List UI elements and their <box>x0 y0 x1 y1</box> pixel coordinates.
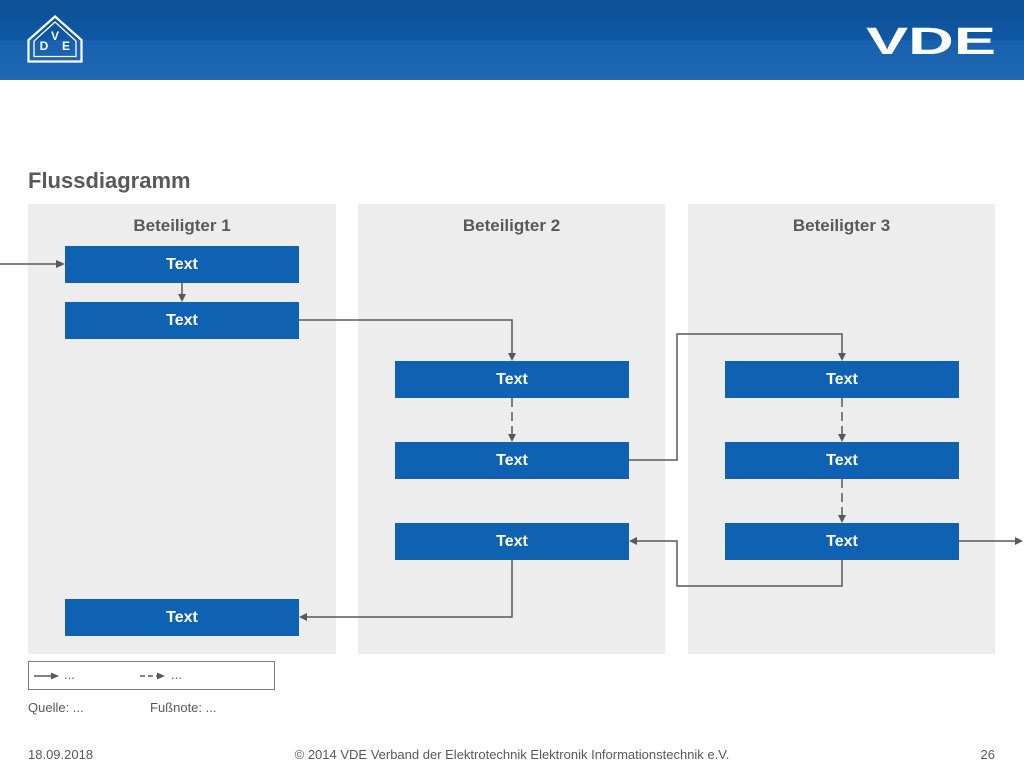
swimlane-3: Beteiligter 3 Text Text Text <box>688 204 995 654</box>
legend: ... ... <box>28 661 275 690</box>
footnote: Fußnote: ... <box>150 700 217 715</box>
process-box: Text <box>65 599 299 636</box>
lane-header: Beteiligter 1 <box>133 216 231 235</box>
source-note: Quelle: ... <box>28 700 84 715</box>
process-box: Text <box>65 246 299 283</box>
process-box: Text <box>725 523 959 560</box>
process-box: Text <box>65 302 299 339</box>
process-box: Text <box>725 361 959 398</box>
vde-emblem-logo: D V E <box>27 15 83 63</box>
process-box: Text <box>395 523 629 560</box>
process-box: Text <box>395 442 629 479</box>
swimlane-1: Beteiligter 1 Text Text Text <box>28 204 336 654</box>
page-number: 26 <box>980 747 995 762</box>
legend-symbols <box>34 672 165 680</box>
arrowhead <box>51 672 59 680</box>
vde-wordmark-logo: VDE <box>866 22 996 58</box>
process-box: Text <box>725 442 959 479</box>
swimlane-2: Beteiligter 2 Text Text Text <box>358 204 665 654</box>
page-title: Flussdiagramm <box>28 168 191 193</box>
emblem-letter-v: V <box>51 29 59 43</box>
lane-header: Beteiligter 2 <box>462 216 561 235</box>
legend-solid-arrow <box>34 672 59 680</box>
legend-dashed-arrow <box>140 672 165 680</box>
emblem-letter-e: E <box>62 39 70 53</box>
header-bar: D V E VDE <box>0 0 1024 80</box>
arrowhead <box>1015 537 1023 545</box>
emblem-inner-outline <box>33 21 77 58</box>
emblem-letter-d: D <box>40 39 49 53</box>
legend-dashed-label: ... <box>171 667 182 682</box>
brand-name: VDE <box>866 22 996 58</box>
lane-header: Beteiligter 3 <box>792 216 891 235</box>
footer-copyright: © 2014 VDE Verband der Elektrotechnik El… <box>294 747 730 762</box>
arrowhead <box>157 672 165 680</box>
footer-date: 18.09.2018 <box>28 747 94 762</box>
legend-solid-label: ... <box>64 667 75 682</box>
process-box: Text <box>395 361 629 398</box>
emblem-outline <box>27 15 83 63</box>
